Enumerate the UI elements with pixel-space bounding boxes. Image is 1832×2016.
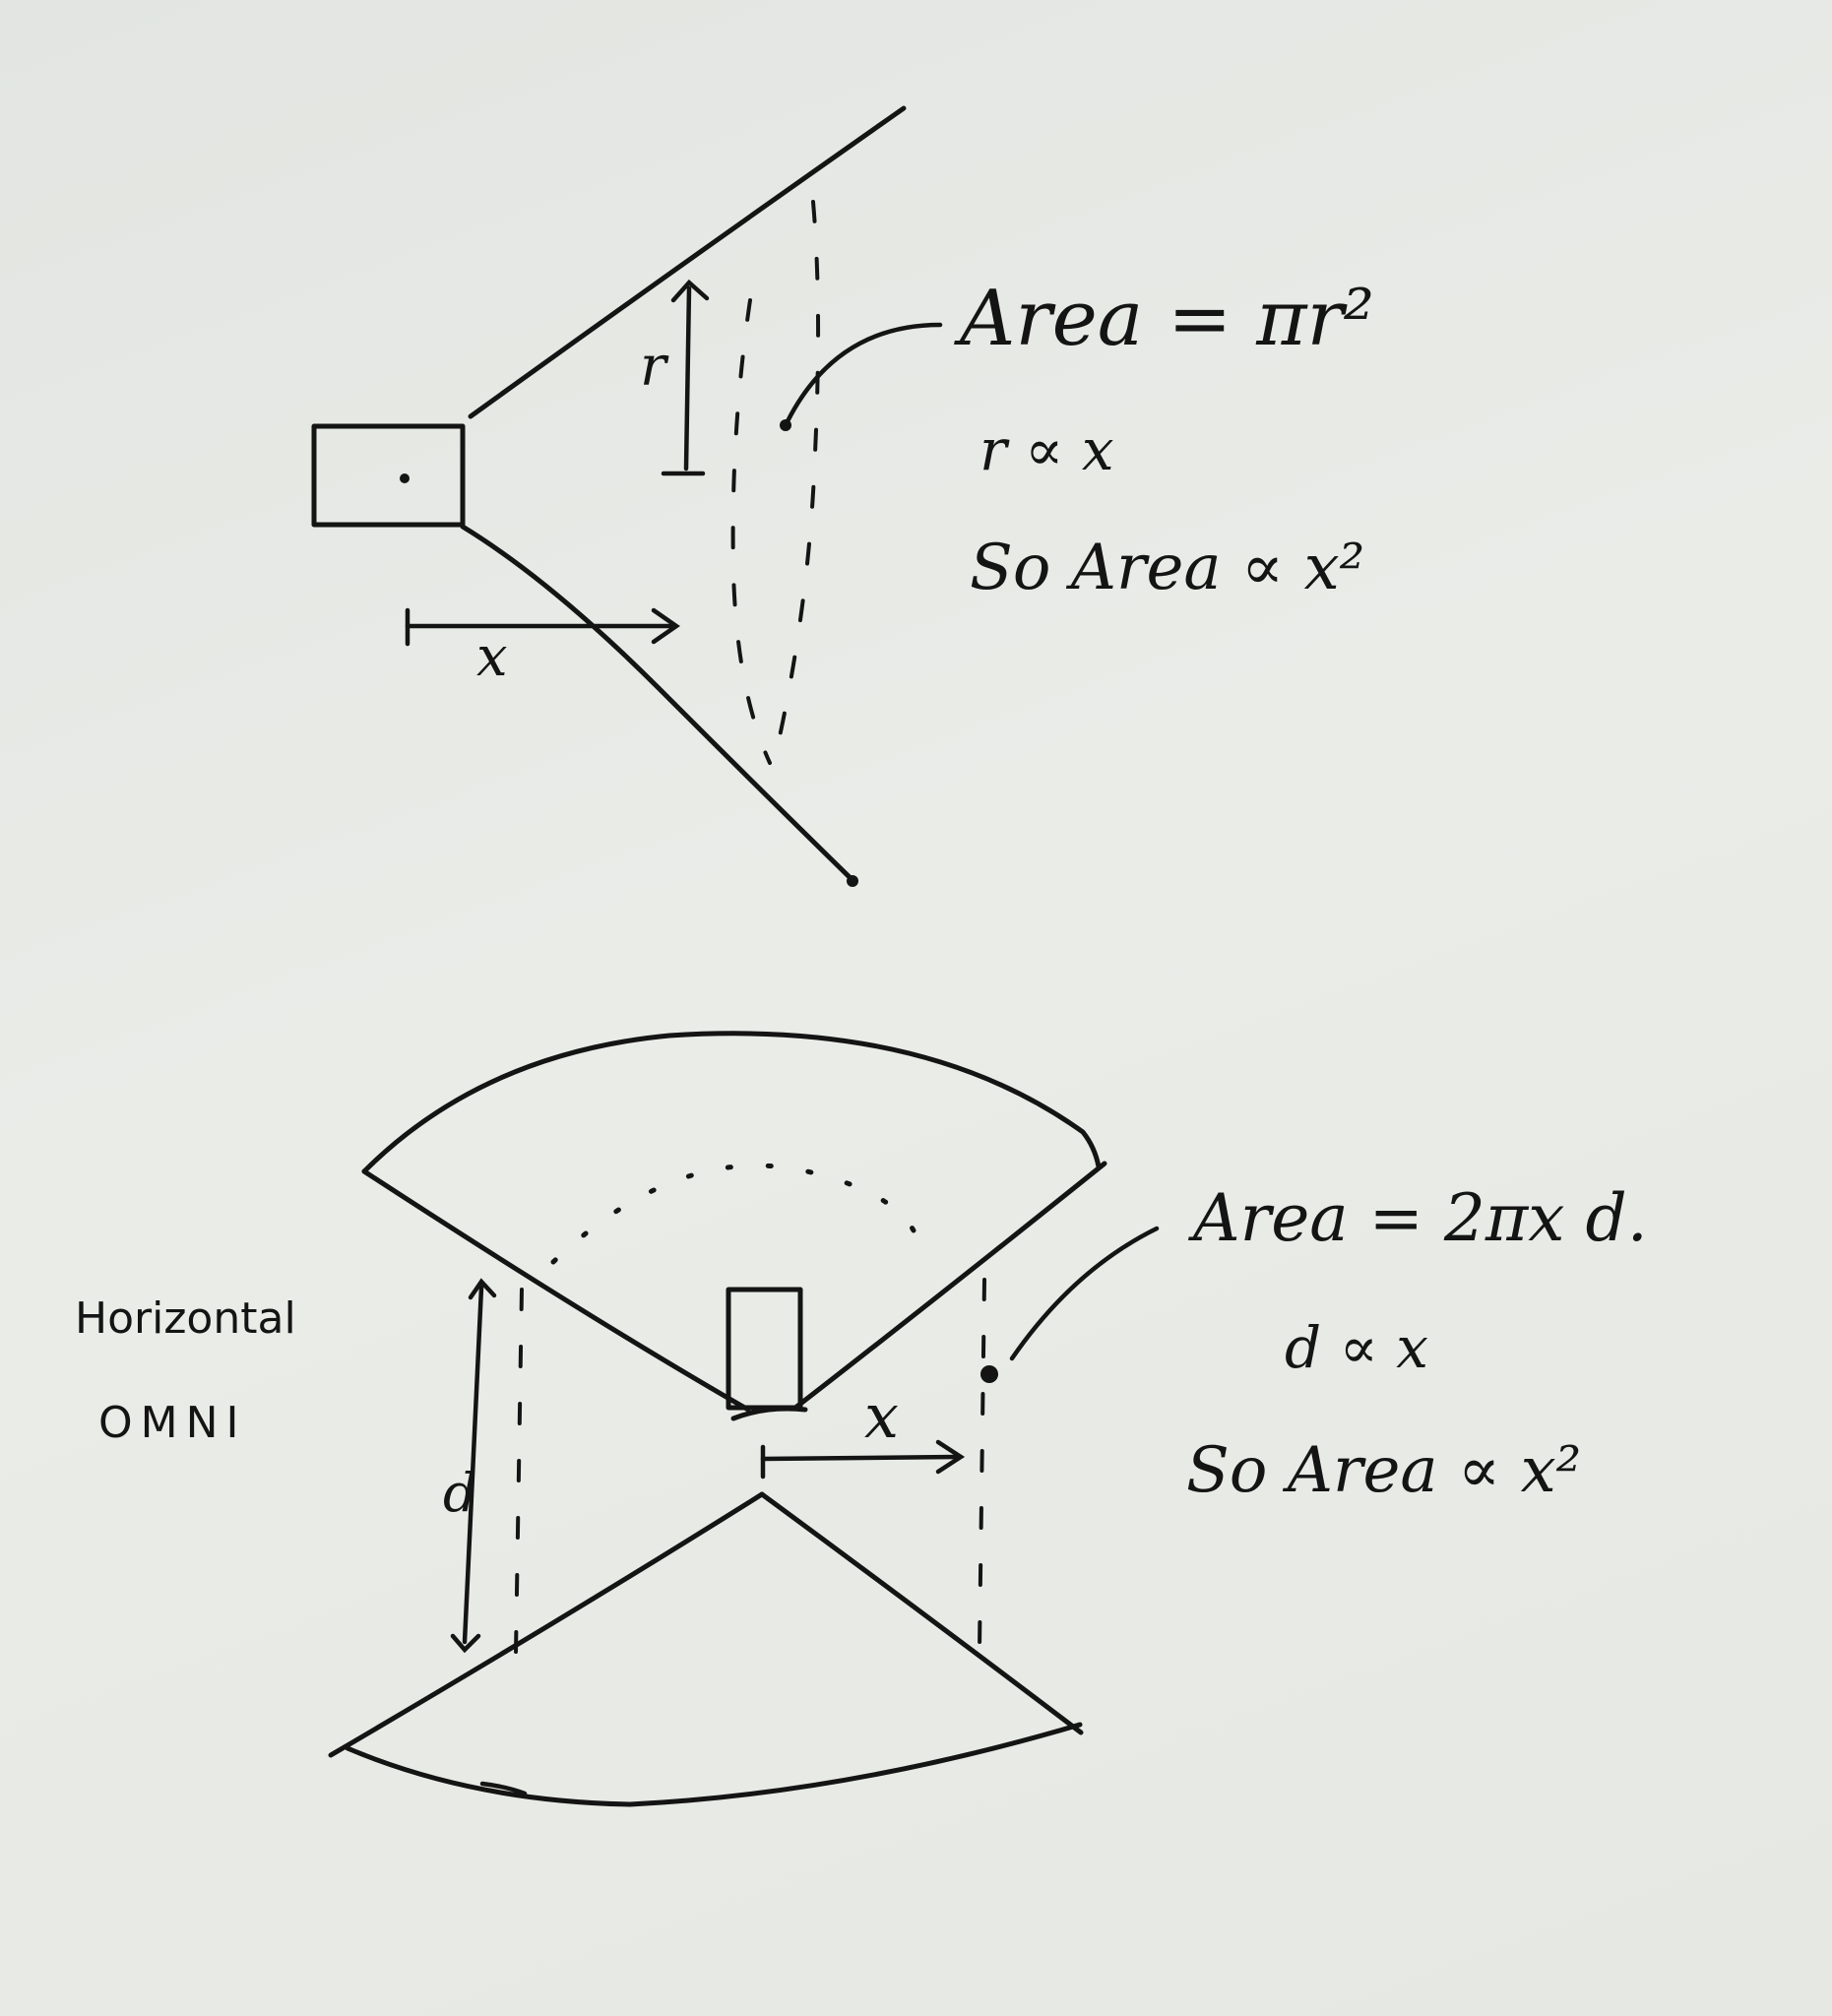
cone-upper-edge <box>468 105 907 419</box>
lower-cone-left-edge <box>328 1491 765 1758</box>
omni-diagram <box>328 1031 1160 1807</box>
radius-arrow-shaft <box>683 285 692 472</box>
top-conclusion-formula: So Area ∝ x² <box>970 532 1365 604</box>
cross-section-ellipse-front <box>730 298 772 765</box>
area-pointer-dot <box>780 419 791 431</box>
omni-source-base <box>730 1406 808 1421</box>
area-pointer-line <box>1009 1226 1160 1361</box>
omni-distance-label: x <box>864 1380 899 1452</box>
omni-source-box <box>726 1287 803 1411</box>
upper-cone-left-edge <box>361 1168 751 1413</box>
lower-cap-arc <box>345 1722 1083 1807</box>
top-radius-label: r <box>640 335 666 399</box>
upper-cap-arc <box>361 1031 1102 1174</box>
omni-side-label-line-2: OMNI <box>98 1398 247 1448</box>
upper-cone-right-edge <box>792 1161 1107 1411</box>
directional-cone-diagram <box>311 105 943 887</box>
lower-cap-shading <box>479 1781 528 1796</box>
omni-side-label-line-1: Horizontal <box>75 1293 296 1344</box>
radius-arrow-head <box>935 1439 966 1475</box>
lower-cone-right-edge <box>759 1491 1084 1735</box>
height-arrow-shaft <box>462 1285 484 1645</box>
omni-area-formula: Area = 2πx d. <box>1193 1180 1648 1256</box>
cylinder-left-dashed-wall <box>514 1288 524 1656</box>
area-pointer-line <box>785 322 943 424</box>
area-pointer-dot <box>980 1365 998 1383</box>
height-arrow-top-head <box>468 1278 497 1300</box>
speaker-box <box>311 423 466 528</box>
cone-lower-end-dot <box>847 875 858 887</box>
top-proportion-formula: r ∝ x <box>979 416 1114 483</box>
upper-dotted-arc <box>550 1163 916 1265</box>
radius-arrow-head <box>670 279 710 303</box>
top-distance-label: x <box>476 625 508 689</box>
cone-lower-edge <box>460 524 857 885</box>
omni-conclusion-formula: So Area ∝ x² <box>1186 1434 1582 1507</box>
radius-arrow-shaft <box>760 1454 960 1462</box>
height-arrow-bottom-head <box>450 1633 481 1654</box>
speaker-center-dot <box>400 473 410 483</box>
cross-section-ellipse-back <box>772 200 821 765</box>
cylinder-right-dashed-wall <box>978 1278 986 1651</box>
top-area-formula: Area = πr² <box>960 275 1375 363</box>
omni-proportion-formula: d ∝ x <box>1285 1314 1428 1381</box>
distance-arrow-head <box>651 607 680 645</box>
omni-height-label: d <box>443 1462 477 1524</box>
